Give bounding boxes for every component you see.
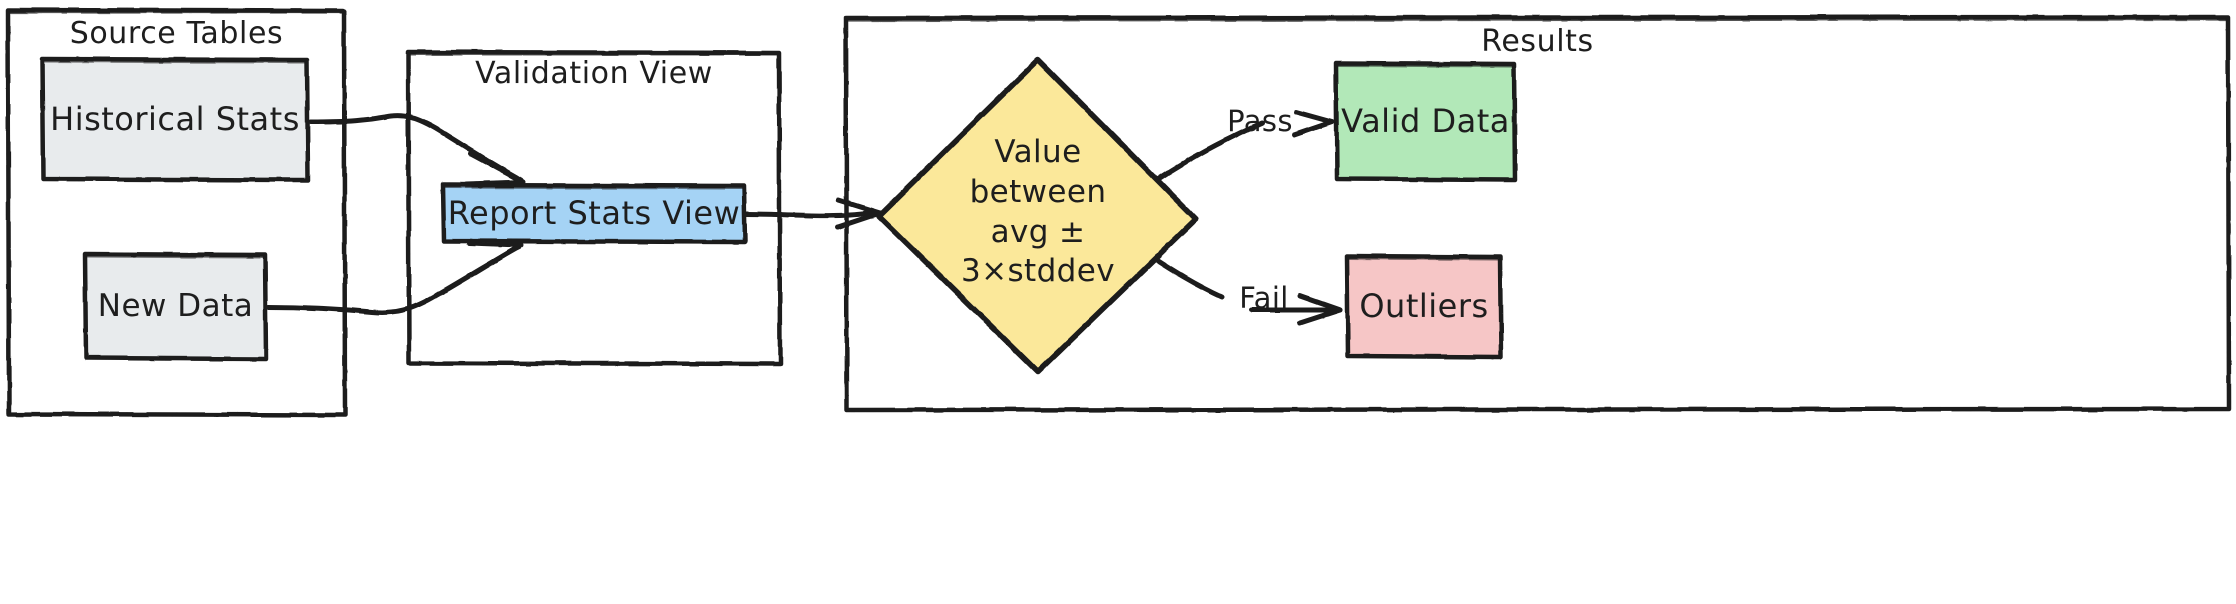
node-shape-report-stats-view[interactable] [440, 182, 748, 245]
group-title-validation-view: Validation View [475, 56, 713, 91]
edge-label-pass: Pass [1227, 104, 1293, 138]
group-container-source-tables [5, 7, 348, 418]
edge-check-to-outliers [1149, 254, 1343, 326]
edge-label-fail: Fail [1239, 281, 1289, 315]
node-shape-value-check[interactable] [876, 57, 1199, 375]
group-container-validation-view [405, 49, 783, 367]
node-shape-valid-data[interactable] [1333, 60, 1518, 183]
group-title-results: Results [1481, 24, 1594, 59]
edge-check-to-valid [1149, 109, 1335, 186]
node-shape-new-data[interactable] [82, 251, 269, 362]
node-shape-outliers[interactable] [1344, 253, 1504, 360]
node-shape-historical-stats[interactable] [39, 56, 311, 183]
edge-view-to-check [742, 197, 883, 230]
edge-newdata-to-view [265, 240, 524, 315]
group-title-source-tables: Source Tables [69, 16, 284, 51]
group-container-results [843, 14, 2232, 413]
